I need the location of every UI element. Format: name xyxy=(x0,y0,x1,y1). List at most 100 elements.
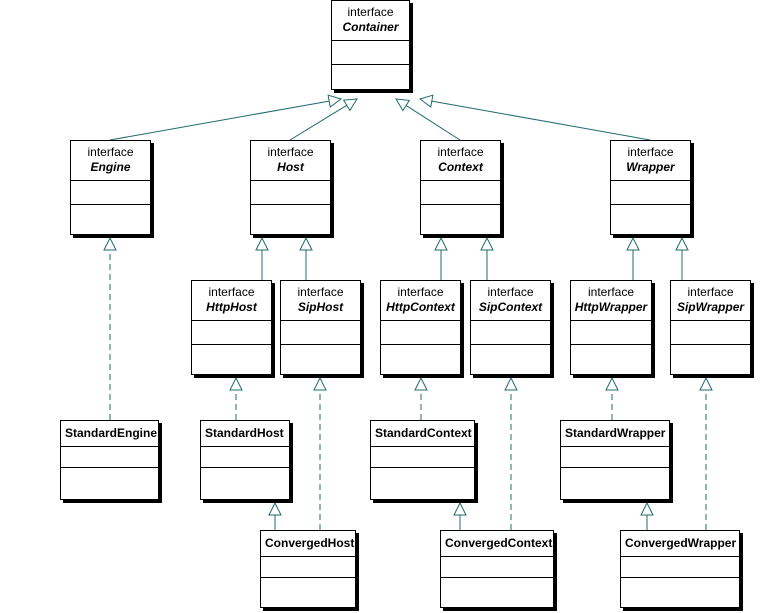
attributes-compartment xyxy=(281,321,360,345)
class-name: Container xyxy=(342,20,399,34)
stereotype-label: interface xyxy=(627,145,674,159)
attributes-compartment xyxy=(441,557,553,578)
attributes-compartment xyxy=(71,181,150,205)
attributes-compartment xyxy=(471,321,550,345)
stereotype-label: interface xyxy=(437,145,484,159)
context-to-container-arrow xyxy=(395,98,461,141)
attributes-compartment xyxy=(561,447,669,468)
stereotype-label: interface xyxy=(487,285,534,299)
attributes-compartment xyxy=(61,447,158,468)
class-standard-engine[interactable]: StandardEngine xyxy=(60,420,159,500)
connector-line xyxy=(431,100,651,141)
connector-line xyxy=(109,100,330,141)
class-name: HttpWrapper xyxy=(574,300,648,314)
convergedwrapper-to-sipwrapper-arrow xyxy=(699,376,713,530)
hollow-triangle-arrowhead xyxy=(342,98,358,112)
hollow-triangle-arrowhead xyxy=(414,376,428,391)
class-converged-wrapper[interactable]: ConvergedWrapper xyxy=(620,530,740,608)
class-standard-host[interactable]: StandardHost xyxy=(200,420,290,500)
class-converged-context[interactable]: ConvergedContext xyxy=(440,530,554,608)
attributes-compartment xyxy=(371,447,474,468)
class-name: StandardHost xyxy=(205,426,284,440)
attributes-compartment xyxy=(201,447,289,468)
hollow-triangle-arrowhead xyxy=(268,501,282,516)
hollow-triangle-arrowhead xyxy=(626,236,640,251)
attributes-compartment xyxy=(671,321,750,345)
attributes-compartment xyxy=(571,321,651,345)
class-name: Host xyxy=(277,160,304,174)
convergedhost-to-standardhost-arrow xyxy=(268,501,282,530)
host-to-container-arrow xyxy=(289,98,358,141)
class-name: SipContext xyxy=(478,300,543,314)
class-name: Wrapper xyxy=(626,160,675,174)
attributes-compartment xyxy=(381,321,460,345)
class-name: StandardWrapper xyxy=(565,426,666,440)
sipwrapper-to-wrapper-arrow xyxy=(675,236,689,280)
hollow-triangle-arrowhead xyxy=(699,376,713,391)
class-converged-host[interactable]: ConvergedHost xyxy=(260,530,356,608)
hollow-triangle-arrowhead xyxy=(640,501,654,516)
attributes-compartment xyxy=(611,181,690,205)
standardwrapper-to-httpwrapper-arrow xyxy=(605,376,619,420)
stereotype-label: interface xyxy=(267,145,314,159)
connector-line xyxy=(289,104,348,141)
hollow-triangle-arrowhead xyxy=(299,236,313,251)
stereotype-label: interface xyxy=(687,285,734,299)
standardhost-to-httphost-arrow xyxy=(229,376,243,420)
class-name: SipWrapper xyxy=(676,300,745,314)
hollow-triangle-arrowhead xyxy=(675,236,689,251)
hollow-triangle-arrowhead xyxy=(327,94,343,108)
httpwrapper-to-wrapper-arrow xyxy=(626,236,640,280)
stereotype-label: interface xyxy=(347,5,394,19)
convergedwrapper-to-standardwrapper-arrow xyxy=(640,501,654,530)
stereotype-label: interface xyxy=(297,285,344,299)
wrapper-to-container-arrow xyxy=(418,94,651,141)
class-name: HttpHost xyxy=(206,300,257,314)
convergedcontext-to-sipcontext-arrow xyxy=(504,376,518,530)
class-name: StandardContext xyxy=(375,426,472,440)
hollow-triangle-arrowhead xyxy=(229,376,243,391)
attributes-compartment xyxy=(251,181,330,205)
class-standard-context[interactable]: StandardContext xyxy=(370,420,475,500)
class-name: ConvergedWrapper xyxy=(625,536,737,550)
hollow-triangle-arrowhead xyxy=(434,236,448,251)
hollow-triangle-arrowhead xyxy=(453,501,467,516)
class-standard-wrapper[interactable]: StandardWrapper xyxy=(560,420,670,500)
hollow-triangle-arrowhead xyxy=(480,236,494,251)
class-name: Context xyxy=(438,160,483,174)
stereotype-label: interface xyxy=(587,285,635,299)
attributes-compartment xyxy=(421,181,500,205)
httpcontext-to-context-arrow xyxy=(434,236,448,280)
sipcontext-to-context-arrow xyxy=(480,236,494,280)
hollow-triangle-arrowhead xyxy=(103,236,117,251)
engine-to-container-arrow xyxy=(109,94,343,141)
convergedcontext-to-standardcontext-arrow xyxy=(453,501,467,530)
stereotype-label: interface xyxy=(208,285,255,299)
stereotype-label: interface xyxy=(397,285,444,299)
httphost-to-host-arrow xyxy=(255,236,269,280)
hollow-triangle-arrowhead xyxy=(418,94,434,108)
hollow-triangle-arrowhead xyxy=(395,98,411,112)
standardengine-to-engine-arrow xyxy=(103,236,117,420)
hollow-triangle-arrowhead xyxy=(313,376,327,391)
connector-line xyxy=(405,105,461,141)
class-name: SipHost xyxy=(297,300,344,314)
attributes-compartment xyxy=(192,321,271,345)
stereotype-label: interface xyxy=(87,145,134,159)
class-name: ConvergedContext xyxy=(445,536,553,550)
class-name: StandardEngine xyxy=(65,426,158,440)
hollow-triangle-arrowhead xyxy=(255,236,269,251)
class-name: HttpContext xyxy=(386,300,455,314)
